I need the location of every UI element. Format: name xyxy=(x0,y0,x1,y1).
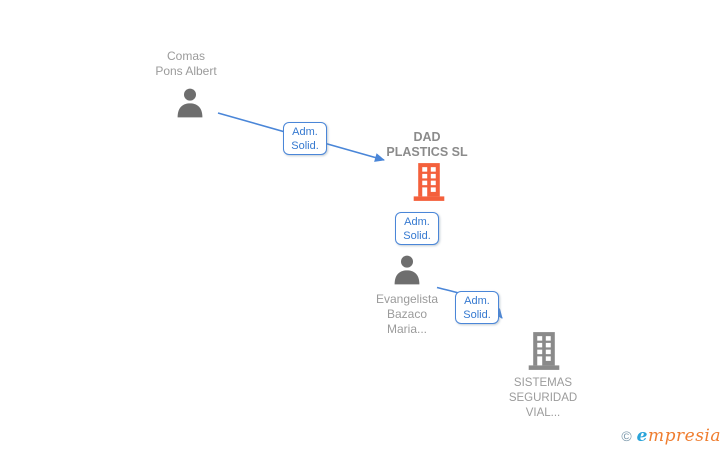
node-label-company-sistemas-seguridad-vial[interactable]: SISTEMAS SEGURIDAD VIAL... xyxy=(508,377,578,419)
building-icon[interactable] xyxy=(526,332,562,370)
node-label-company-dad-plastics-sl[interactable]: DAD PLASTICS SL xyxy=(386,130,468,159)
person-icon[interactable] xyxy=(391,254,423,286)
node-label-person-evangelista-bazaco-maria[interactable]: Evangelista Bazaco Maria... xyxy=(375,292,439,336)
person-icon[interactable] xyxy=(174,87,206,119)
empresia-logo: empresia xyxy=(637,426,721,446)
empresia-watermark: © empresia xyxy=(621,426,721,446)
logo-rest: mpresia xyxy=(648,426,721,446)
building-icon-highlighted[interactable] xyxy=(411,163,447,201)
copyright-icon: © xyxy=(621,428,632,444)
edge-label-adm-solid-1: Adm. Solid. xyxy=(283,122,327,155)
edge-label-adm-solid-2: Adm. Solid. xyxy=(395,212,439,245)
edge-label-adm-solid-3: Adm. Solid. xyxy=(455,291,499,324)
logo-initial: e xyxy=(636,426,648,446)
node-label-person-comas-pons-albert[interactable]: Comas Pons Albert xyxy=(155,49,217,78)
